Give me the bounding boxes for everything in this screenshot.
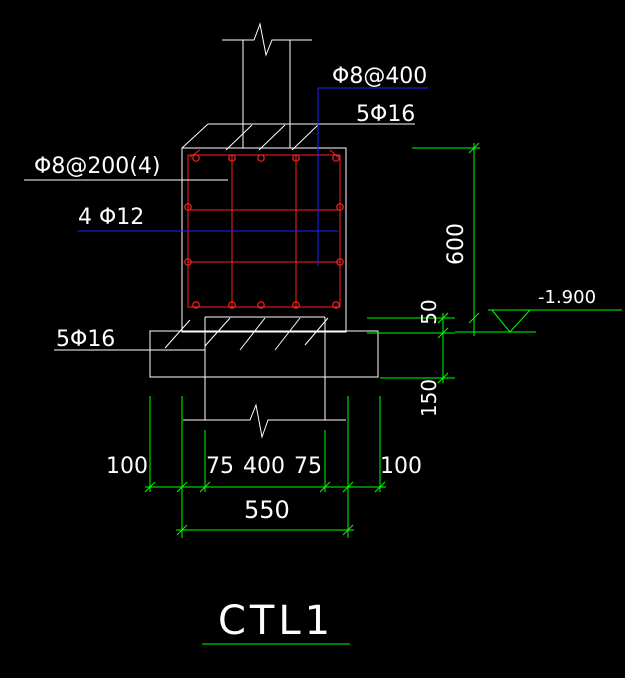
rebar-bars	[184, 154, 344, 309]
dim-right-100-label: 100	[380, 454, 422, 479]
dim-right-75-label: 75	[294, 454, 322, 479]
rebar-bar	[332, 154, 340, 162]
stirrup-beam-label: Φ8@200(4)	[34, 154, 160, 179]
rebar-cage	[187, 149, 341, 308]
rebar-bar	[332, 301, 340, 309]
drawing-title: CTL1	[218, 598, 334, 644]
dim-50-label: 50	[417, 299, 441, 324]
break-symbol-top	[222, 22, 312, 57]
rebar-bar	[257, 301, 265, 309]
dim-150-label: 150	[417, 379, 441, 417]
rebar-bar	[228, 301, 236, 309]
side-bars-label: 4 Φ12	[78, 205, 144, 230]
rebar-bar	[336, 258, 344, 266]
column-above	[222, 22, 312, 148]
bottom-bars-label: 5Φ16	[56, 327, 115, 352]
rebar-bar	[184, 258, 192, 266]
beam-section-outline	[181, 123, 415, 333]
break-symbol-bottom	[183, 403, 346, 439]
dim-550-label: 550	[244, 496, 290, 524]
dim-left-75-label: 75	[206, 454, 234, 479]
rebar-bar	[192, 301, 200, 309]
label-leaders	[24, 179, 228, 351]
stirrup-top-label: Φ8@400	[332, 64, 427, 89]
rebar-bar	[192, 154, 200, 162]
dim-400-label: 400	[243, 454, 285, 479]
dim-600-label: 600	[444, 223, 469, 265]
elevation-label: -1.900	[538, 287, 596, 308]
rebar-bar	[257, 154, 265, 162]
dim-left-100-label: 100	[106, 454, 148, 479]
rebar-bar	[336, 203, 344, 211]
dimension-lines	[144, 142, 622, 538]
top-bars-label: 5Φ16	[356, 102, 415, 127]
rebar-bar	[292, 154, 300, 162]
foundation	[149, 316, 379, 439]
rebar-bar	[228, 154, 236, 162]
rebar-bar	[184, 203, 192, 211]
rebar-bar	[292, 301, 300, 309]
leader-lines	[78, 87, 428, 266]
